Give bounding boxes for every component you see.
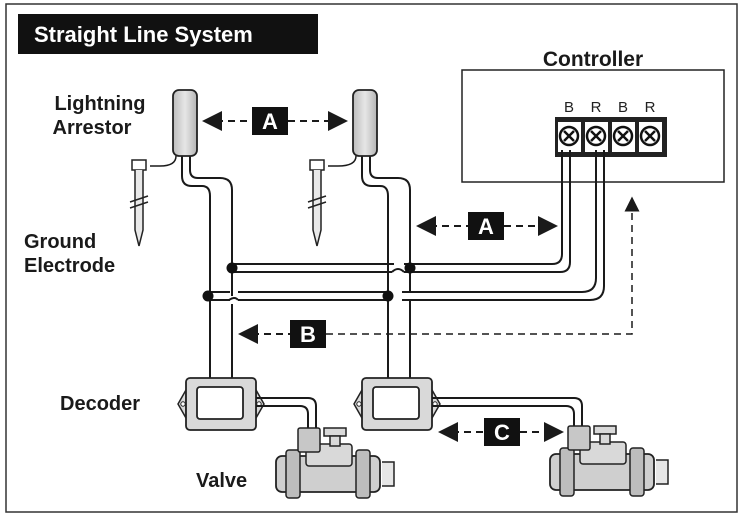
lightning-arrestor-2	[352, 89, 378, 157]
decoder-label: Decoder	[60, 393, 140, 415]
diagram-title: Straight Line System	[34, 22, 253, 47]
wire-pair-upper	[232, 150, 571, 273]
splice-dot	[382, 290, 394, 302]
distance-marker-a-arrestors: A	[202, 107, 348, 135]
marker-c-label: C	[494, 420, 510, 445]
terminal-screw-2	[585, 125, 607, 147]
title-banner	[18, 14, 318, 54]
marker-b-label: B	[300, 322, 316, 347]
decoder-1	[177, 377, 265, 431]
terminal-label-3: B	[618, 99, 628, 116]
ground-electrode-label-line1: Ground	[24, 231, 96, 253]
valve-2	[549, 425, 669, 497]
valve-1	[275, 427, 395, 499]
decoder-valve-wires	[256, 397, 583, 430]
controller-label: Controller	[543, 48, 643, 71]
distance-marker-a-controller: A	[416, 212, 558, 240]
terminal-label-2: R	[591, 99, 602, 116]
decoder-2	[353, 377, 441, 431]
terminal-screw-1	[558, 125, 580, 147]
distance-marker-b: B	[238, 196, 640, 348]
lightning-arrestor-label-line1: Lightning	[54, 93, 145, 115]
terminal-block	[555, 117, 667, 157]
lightning-arrestor-1	[172, 89, 198, 157]
valve-label: Valve	[196, 470, 247, 492]
terminal-screw-3	[612, 125, 634, 147]
right-vertical-wires	[361, 155, 411, 380]
left-vertical-wires	[181, 155, 239, 380]
ground-electrode-1	[129, 155, 177, 247]
terminal-screw-4	[639, 125, 661, 147]
ground-electrode-2	[307, 155, 357, 247]
splice-dot	[202, 290, 214, 302]
splice-dot	[226, 262, 238, 274]
marker-a-label-2: A	[478, 214, 494, 239]
splice-dot	[404, 262, 416, 274]
distance-marker-c: C	[438, 418, 564, 446]
ground-electrode-label-line2: Electrode	[24, 255, 115, 277]
terminal-label-1: B	[564, 99, 574, 116]
terminal-label-4: R	[645, 99, 656, 116]
lightning-arrestor-label-line2: Arrestor	[53, 117, 132, 139]
marker-a-label-1: A	[262, 109, 278, 134]
